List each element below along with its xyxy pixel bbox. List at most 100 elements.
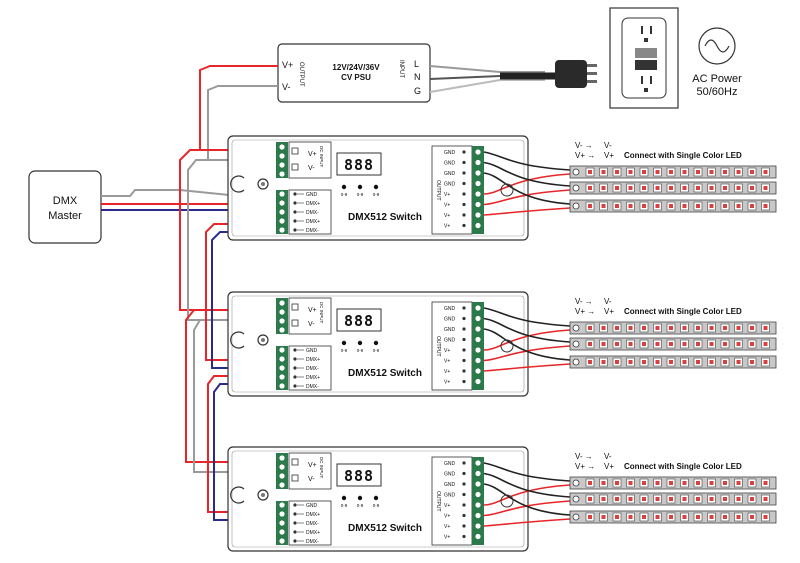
led-chip-core [669, 170, 673, 174]
led-chip-core [736, 497, 741, 501]
terminal-screw-icon [279, 162, 285, 168]
output-label-box [431, 301, 473, 391]
address-knob-icon [357, 340, 363, 346]
terminal-screw-icon [475, 201, 481, 208]
led-chip-core [642, 497, 646, 501]
led-strip-group: V- →V-V+ →V+Connect with Single Color LE… [569, 452, 777, 524]
led-chip-core [615, 204, 619, 208]
address-knob-icon [341, 340, 347, 346]
psu-n-label: N [414, 72, 421, 82]
led-chip-core [736, 342, 741, 346]
led-chip-core [736, 186, 741, 190]
negative-wire [483, 462, 571, 482]
switch-name: DMX512 Switch [348, 212, 422, 223]
led-chip-core [696, 170, 700, 174]
ac-power-source: AC Power 50/60Hz [692, 27, 742, 98]
psu-box: 12V/24V/36V CV PSU V+ V- OUTPUT L N G IN… [277, 43, 431, 103]
terminal-screw-icon [279, 455, 285, 461]
mount-hole-icon [230, 331, 245, 349]
polarity-vminus: V- → [575, 141, 593, 150]
led-chip-core [696, 204, 700, 208]
pin-dot-icon [462, 461, 466, 465]
terminal-screw-icon [475, 481, 481, 487]
jumper-icon [291, 147, 299, 155]
terminal-screw-icon [279, 538, 285, 544]
negative-wire [483, 307, 571, 327]
strip-connector-icon [572, 202, 580, 210]
led-chip-core [750, 170, 754, 174]
jumper-icon [291, 163, 299, 171]
terminal-screw-icon [475, 149, 481, 155]
terminal-screw-icon [279, 374, 285, 380]
led-chip-core [601, 360, 606, 364]
dmx-master-line2: Master [48, 210, 82, 222]
dmx-pin-label: DMX+ [306, 530, 320, 536]
led-chip-core [669, 497, 673, 501]
output-pin-label: V+ [444, 203, 450, 209]
led-chip-core [642, 481, 646, 485]
led-chip-core [628, 481, 633, 485]
led-chip-core [723, 481, 727, 485]
dmx-pin-label: DMX- [306, 210, 319, 216]
pin-dot-icon [293, 219, 297, 223]
output-pin-label: V+ [444, 535, 450, 541]
pin-dot-icon [462, 482, 466, 486]
pin-dot-icon [293, 521, 297, 525]
polarity-vminus-right: V- [604, 297, 612, 306]
polarity-vminus-right: V- [604, 141, 612, 150]
screw-center-icon [261, 182, 265, 186]
psu-title-line1: 12V/24V/36V [332, 63, 380, 72]
strip-connector-icon [572, 479, 580, 487]
led-chip-core [682, 360, 687, 364]
pin-dot-icon [293, 375, 297, 379]
led-chip-core [601, 186, 606, 190]
led-chip-core [763, 497, 768, 501]
led-chip-core [723, 326, 727, 330]
address-knob-icon [373, 184, 379, 190]
led-chip-core [736, 326, 741, 330]
led-chip-core [696, 481, 700, 485]
led-chip-core [628, 497, 633, 501]
led-chip-core [709, 342, 714, 346]
pin-dot-icon [293, 210, 297, 214]
polarity-vplus-right: V+ [604, 307, 614, 316]
led-chip-core [750, 186, 754, 190]
led-chip-core [655, 186, 660, 190]
led-chip-core [601, 515, 606, 519]
terminal-screw-icon [475, 315, 481, 322]
pin-vplus: V+ [308, 307, 317, 314]
mount-hole-icon [230, 486, 245, 504]
psu-l-label: L [414, 59, 419, 69]
pin-dot-icon [293, 530, 297, 534]
strip-connector-icon [572, 324, 580, 332]
output-pin-label: GND [444, 182, 456, 188]
output-pin-label: V+ [444, 224, 450, 230]
address-knob-icon [373, 340, 379, 346]
led-chip-core [588, 515, 592, 519]
led-chip-core [642, 204, 646, 208]
pin-dot-icon [462, 358, 466, 363]
terminal-screw-icon [475, 460, 481, 466]
led-strip-group: V- →V-V+ →V+Connect with Single Color LE… [569, 297, 777, 369]
led-chip-core [736, 481, 741, 485]
led-chip-core [615, 360, 619, 364]
pin-dot-icon [293, 357, 297, 361]
output-pin-label: GND [444, 338, 456, 344]
led-chip-core [682, 186, 687, 190]
led-chip-core [750, 342, 754, 346]
led-chip-core [615, 342, 619, 346]
wire-bundle-icon [500, 339, 514, 353]
led-row-label: Connect with Single Color LED [624, 151, 742, 160]
pin-dot-icon [293, 512, 297, 516]
output-pin-label: GND [444, 317, 456, 323]
terminal-screw-icon [279, 318, 285, 324]
led-chip-core [763, 360, 768, 364]
strip-connector-icon [572, 513, 580, 521]
terminal-screw-icon [279, 227, 285, 233]
address-knob-icon [373, 495, 379, 501]
terminal-screw-icon [279, 473, 285, 479]
dc-input-terminal [276, 453, 288, 489]
led-chip-core [601, 497, 606, 501]
